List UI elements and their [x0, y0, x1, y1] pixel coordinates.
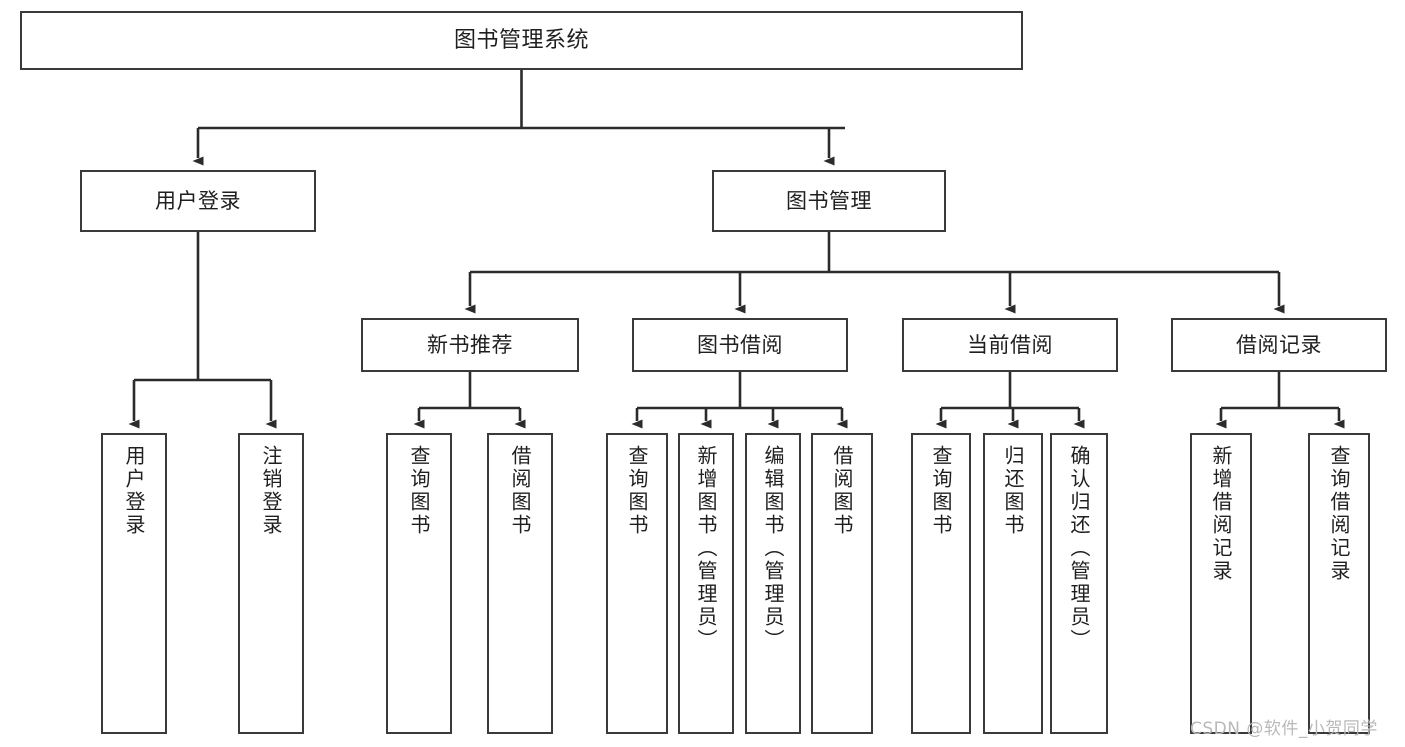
- leaf-query-book-borrow-label: 查询图书: [625, 445, 649, 537]
- leaf-borrow-book-newbook[interactable]: 借阅图书: [487, 433, 553, 734]
- leaf-query-book-current[interactable]: 查询图书: [911, 433, 971, 734]
- leaf-confirm-return-admin-label: 确认归还（管理员）: [1067, 445, 1091, 652]
- leaf-add-book-admin[interactable]: 新增图书（管理员）: [678, 433, 734, 734]
- leaf-query-borrow-record-label: 查询借阅记录: [1327, 445, 1351, 583]
- node-root-label: 图书管理系统: [453, 27, 589, 53]
- leaf-lend-book-label: 借阅图书: [830, 445, 854, 537]
- leaf-user-login[interactable]: 用户登录: [101, 433, 167, 734]
- node-book-borrow[interactable]: 图书借阅: [632, 318, 848, 372]
- leaf-add-borrow-record[interactable]: 新增借阅记录: [1190, 433, 1252, 734]
- node-borrow-records[interactable]: 借阅记录: [1171, 318, 1387, 372]
- node-borrow-records-label: 借阅记录: [1236, 332, 1322, 357]
- leaf-edit-book-admin[interactable]: 编辑图书（管理员）: [745, 433, 801, 734]
- leaf-query-book-newbook[interactable]: 查询图书: [386, 433, 452, 734]
- node-new-book-recommend-label: 新书推荐: [427, 332, 513, 357]
- node-current-borrow-label: 当前借阅: [967, 332, 1053, 357]
- leaf-confirm-return-admin[interactable]: 确认归还（管理员）: [1050, 433, 1108, 734]
- node-user-login-label: 用户登录: [155, 188, 241, 213]
- csdn-watermark: CSDN @软件_小贺同学: [1190, 719, 1378, 739]
- node-book-management-label: 图书管理: [786, 188, 872, 213]
- leaf-return-book-label: 归还图书: [1001, 445, 1025, 537]
- leaf-borrow-book-newbook-label: 借阅图书: [508, 445, 532, 537]
- node-root[interactable]: 图书管理系统: [20, 11, 1023, 70]
- leaf-logout-label: 注销登录: [259, 445, 283, 537]
- leaf-query-book-newbook-label: 查询图书: [407, 445, 431, 537]
- leaf-query-borrow-record[interactable]: 查询借阅记录: [1308, 433, 1370, 734]
- leaf-query-book-current-label: 查询图书: [929, 445, 953, 537]
- node-book-management[interactable]: 图书管理: [712, 170, 946, 232]
- node-current-borrow[interactable]: 当前借阅: [902, 318, 1118, 372]
- leaf-add-book-admin-label: 新增图书（管理员）: [694, 445, 718, 652]
- leaf-query-book-borrow[interactable]: 查询图书: [606, 433, 668, 734]
- leaf-edit-book-admin-label: 编辑图书（管理员）: [761, 445, 785, 652]
- leaf-logout[interactable]: 注销登录: [238, 433, 304, 734]
- node-user-login[interactable]: 用户登录: [80, 170, 316, 232]
- node-new-book-recommend[interactable]: 新书推荐: [361, 318, 579, 372]
- leaf-user-login-label: 用户登录: [122, 445, 146, 537]
- node-book-borrow-label: 图书借阅: [697, 332, 783, 357]
- leaf-add-borrow-record-label: 新增借阅记录: [1209, 445, 1233, 583]
- leaf-lend-book[interactable]: 借阅图书: [811, 433, 873, 734]
- leaf-return-book[interactable]: 归还图书: [983, 433, 1043, 734]
